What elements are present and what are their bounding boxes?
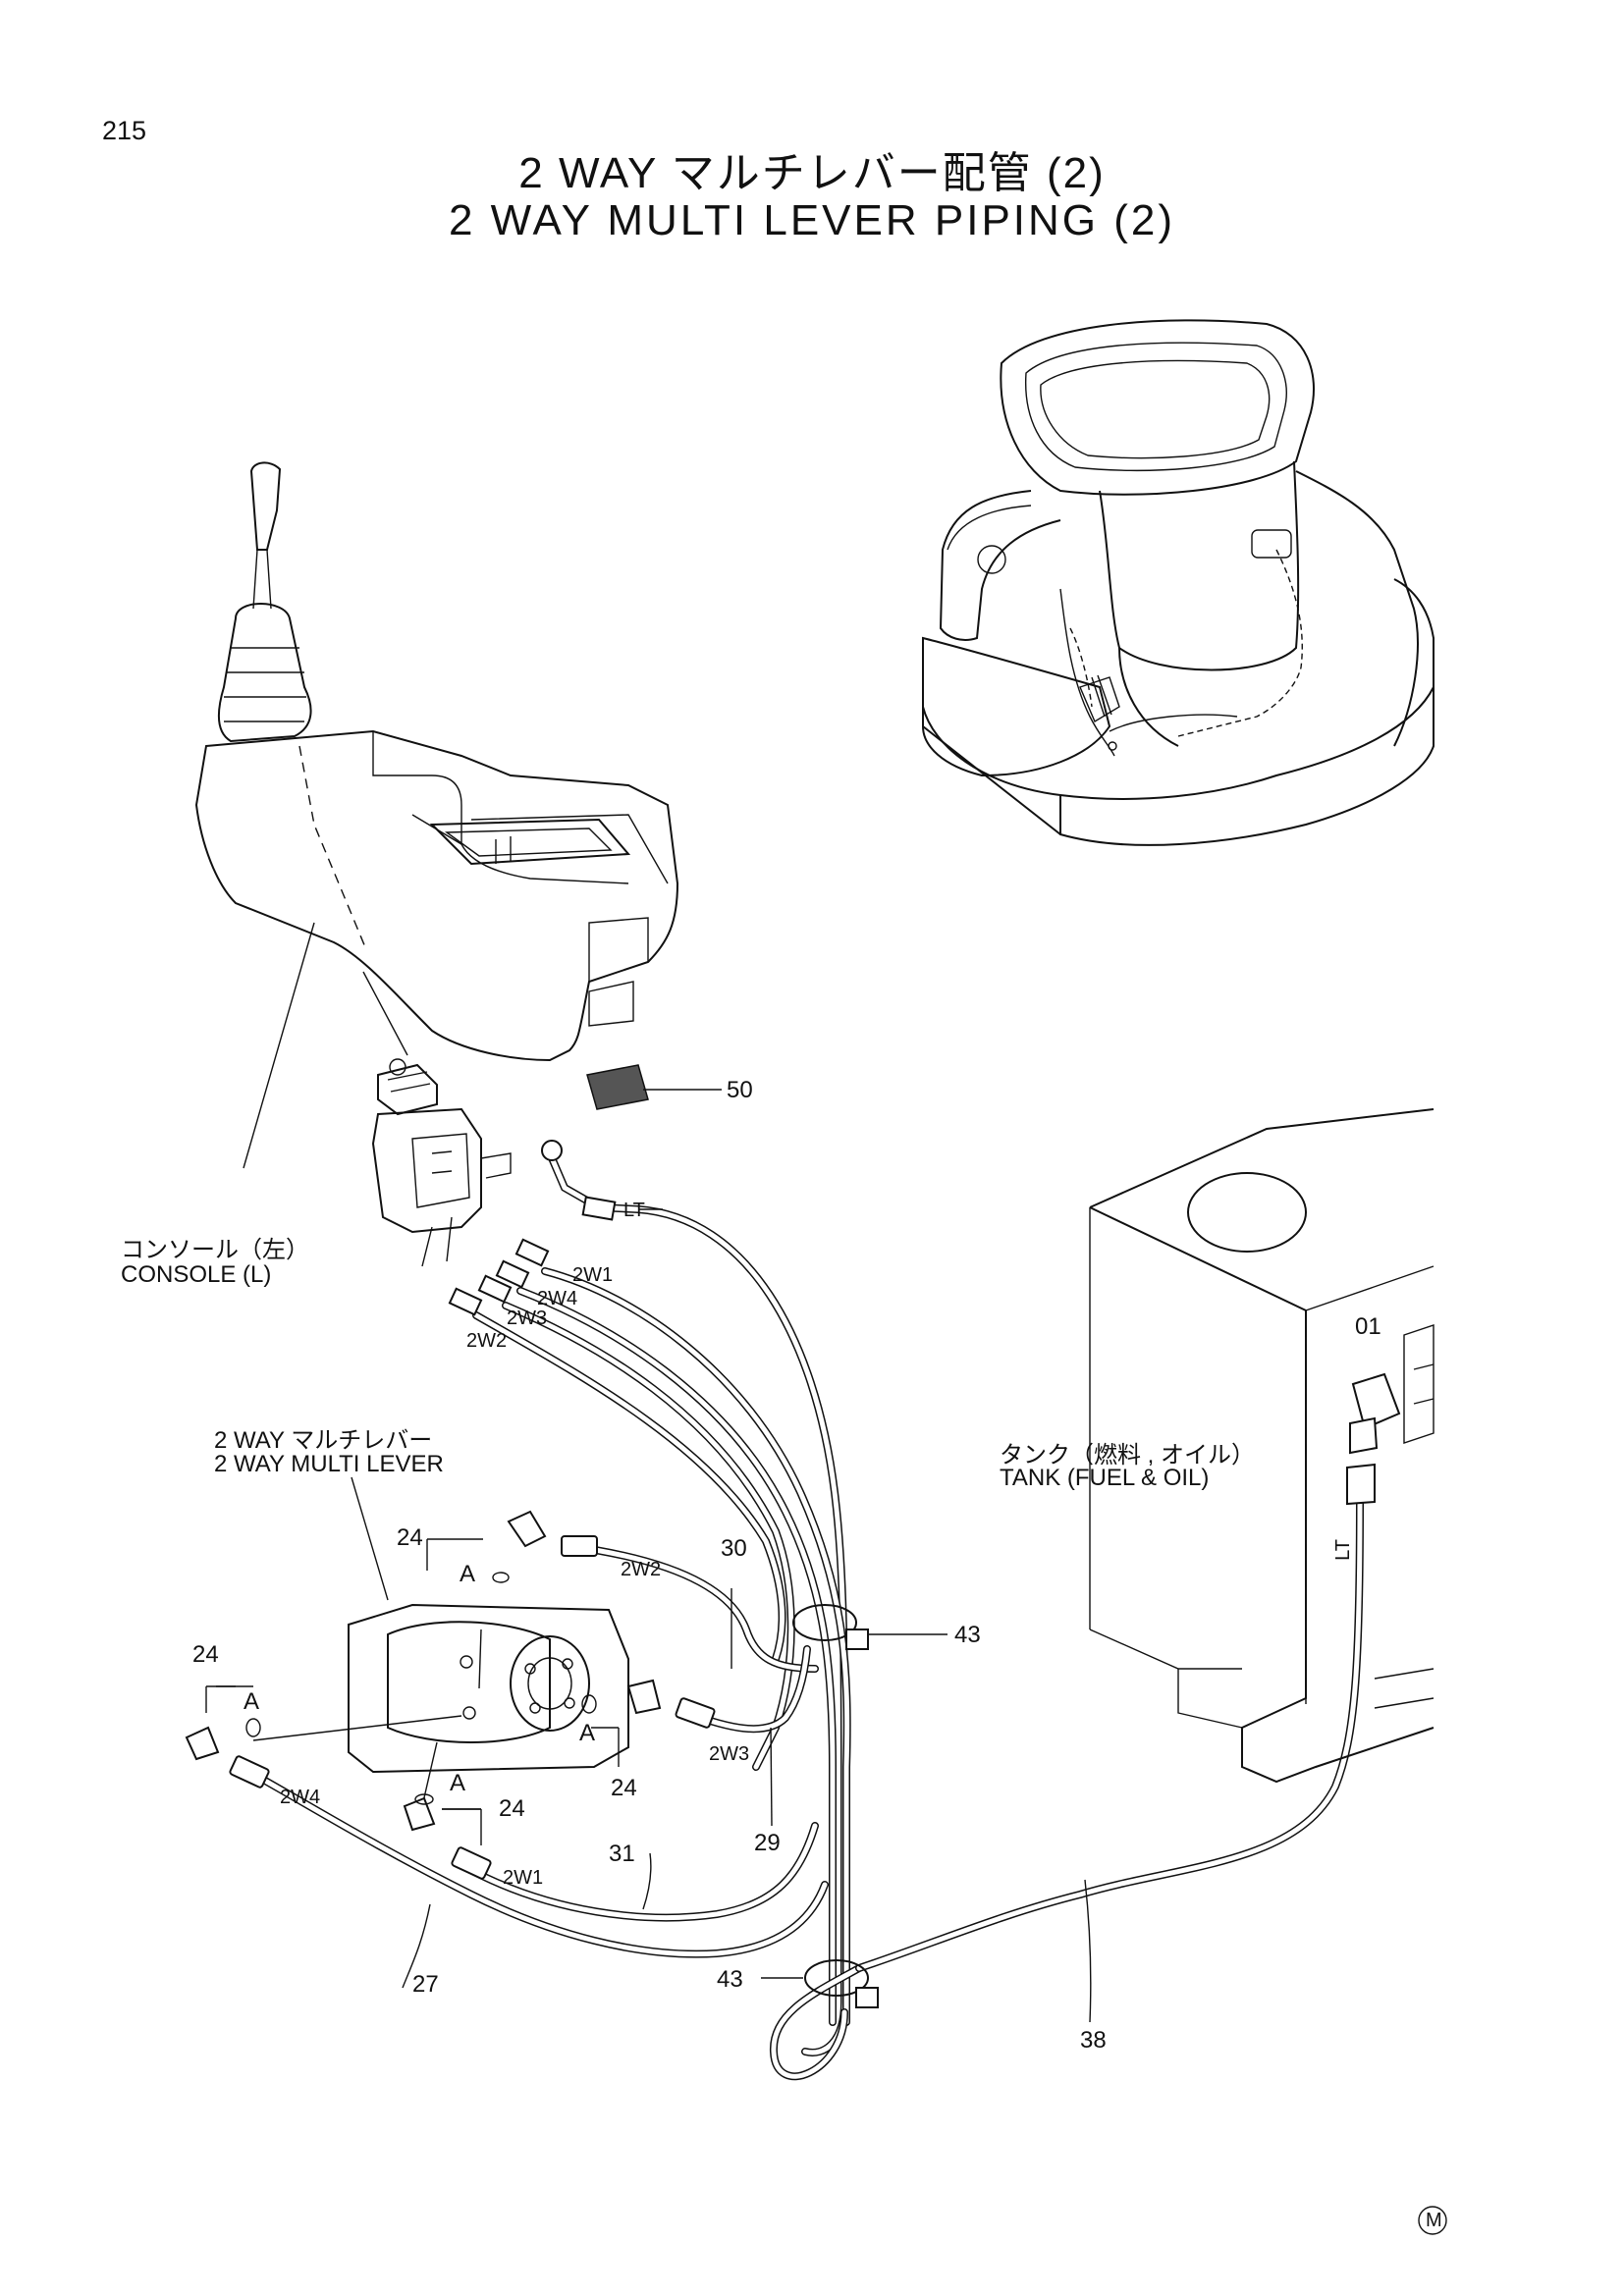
console-left-illustration	[194, 461, 679, 1169]
port-tag-2w1-low: 2W1	[503, 1867, 544, 1889]
port-tag-2w4-low: 2W4	[280, 1787, 321, 1808]
title-japanese: 2 WAY マルチレバー配管 (2)	[518, 149, 1106, 197]
page-number: 215	[102, 116, 147, 145]
callout-24-b: 24	[192, 1641, 219, 1668]
label-tank-en: TANK (FUEL & OIL)	[1000, 1465, 1210, 1491]
label-multi-lever-jp: 2 WAY マルチレバー	[214, 1427, 433, 1454]
label-tank-jp: タンク（燃料 , オイル）	[1000, 1442, 1256, 1468]
callout-30: 30	[721, 1535, 747, 1562]
clamps-43	[761, 1604, 947, 2008]
part-50-rubber-pad	[586, 1064, 722, 1110]
detail-mark-a-2: A	[244, 1688, 260, 1715]
callout-29: 29	[754, 1830, 781, 1856]
callout-01: 01	[1355, 1313, 1381, 1340]
fuel-oil-tank	[1089, 1108, 1435, 1784]
maker-mark-circle	[1418, 2206, 1447, 2235]
port-tag-2w2-top: 2W2	[466, 1330, 508, 1352]
callout-27: 27	[412, 1971, 439, 1998]
callout-24-d: 24	[499, 1795, 525, 1822]
callout-leaders	[205, 1379, 1371, 2023]
label-console-jp: コンソール（左）	[121, 1237, 309, 1263]
label-multi-lever-en: 2 WAY MULTI LEVER	[214, 1451, 444, 1477]
callout-31: 31	[609, 1841, 635, 1867]
port-tag-2w2-mid: 2W2	[621, 1559, 662, 1580]
callout-43-lower: 43	[717, 1966, 743, 1993]
title-english: 2 WAY MULTI LEVER PIPING (2)	[448, 196, 1176, 244]
callout-24-c: 24	[611, 1775, 637, 1801]
lever-valve-block	[371, 1058, 512, 1267]
callout-50: 50	[727, 1077, 753, 1103]
multi-lever-valve	[252, 1476, 629, 1807]
label-console-en: CONSOLE (L)	[121, 1261, 272, 1288]
port-tag-lt-top: LT	[623, 1200, 645, 1221]
port-tag-2w4-top: 2W4	[537, 1288, 578, 1309]
callout-38: 38	[1080, 2027, 1107, 2054]
port-tag-2w1-top: 2W1	[572, 1264, 614, 1286]
port-tag-2w3-mid: 2W3	[709, 1743, 750, 1765]
detail-mark-a-1: A	[460, 1561, 476, 1587]
detail-mark-a-4: A	[450, 1770, 466, 1796]
cab-overview-illustration	[922, 319, 1435, 846]
detail-mark-a-3: A	[579, 1720, 596, 1746]
callout-24-a: 24	[397, 1524, 423, 1551]
port-tag-lt-tank: LT	[1332, 1539, 1354, 1561]
hoses-lower	[185, 1498, 1364, 2081]
port-tag-2w3-top: 2W3	[507, 1308, 548, 1329]
maker-mark: M	[1426, 2210, 1442, 2231]
callout-43-upper: 43	[954, 1622, 981, 1648]
